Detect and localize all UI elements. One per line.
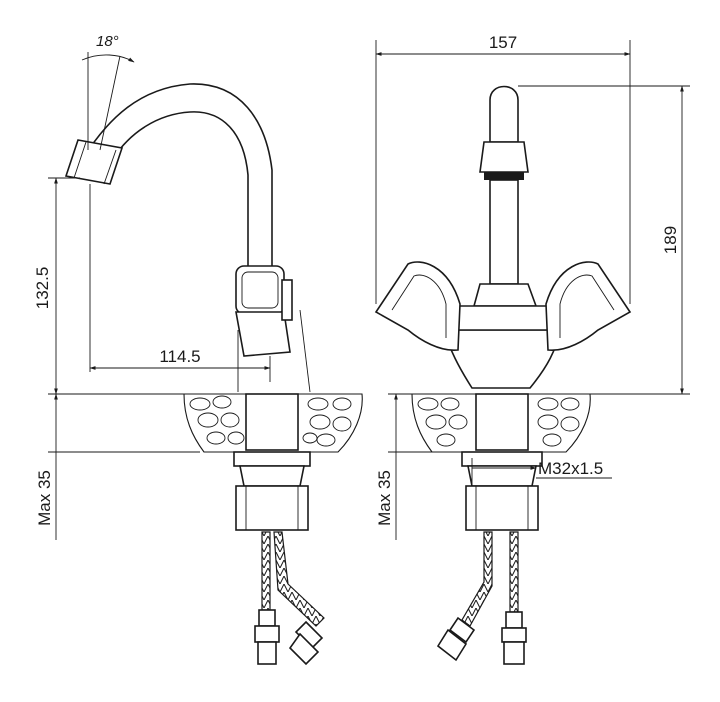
- hose-left-b: [273, 531, 325, 627]
- side-view: 18° 132.5 114.5 Max 35: [33, 33, 363, 666]
- reach-label: 114.5: [159, 347, 200, 366]
- threaded-shank-left: [235, 485, 309, 531]
- threaded-shank-right: [465, 485, 539, 531]
- max-thickness-label-right: Max 35: [375, 470, 394, 526]
- lever-handle: [235, 265, 285, 315]
- front-handle-left: [374, 261, 461, 351]
- hose-left-a: [261, 531, 271, 611]
- front-body: [472, 283, 538, 307]
- front-handle-right: [545, 261, 632, 351]
- front-spout: [489, 85, 519, 143]
- hose-right-b: [509, 531, 519, 613]
- stone-base-left: [183, 393, 363, 453]
- mounting-nut-left: [233, 451, 311, 467]
- angle-label: 18°: [96, 33, 119, 50]
- front-view: 157 189 Max 35 M32x1.5: [374, 33, 690, 665]
- width-label: 157: [489, 33, 517, 52]
- spout-gooseneck: [80, 83, 273, 281]
- front-aerator: [479, 141, 529, 173]
- mounting-nut-right: [461, 451, 543, 467]
- hose-right-a: [461, 531, 493, 627]
- max-thickness-label-left: Max 35: [35, 470, 54, 526]
- stone-base-right: [411, 393, 591, 453]
- height-label: 189: [661, 226, 680, 254]
- thread-label: M32x1.5: [538, 459, 603, 478]
- spout-height-label: 132.5: [33, 267, 52, 310]
